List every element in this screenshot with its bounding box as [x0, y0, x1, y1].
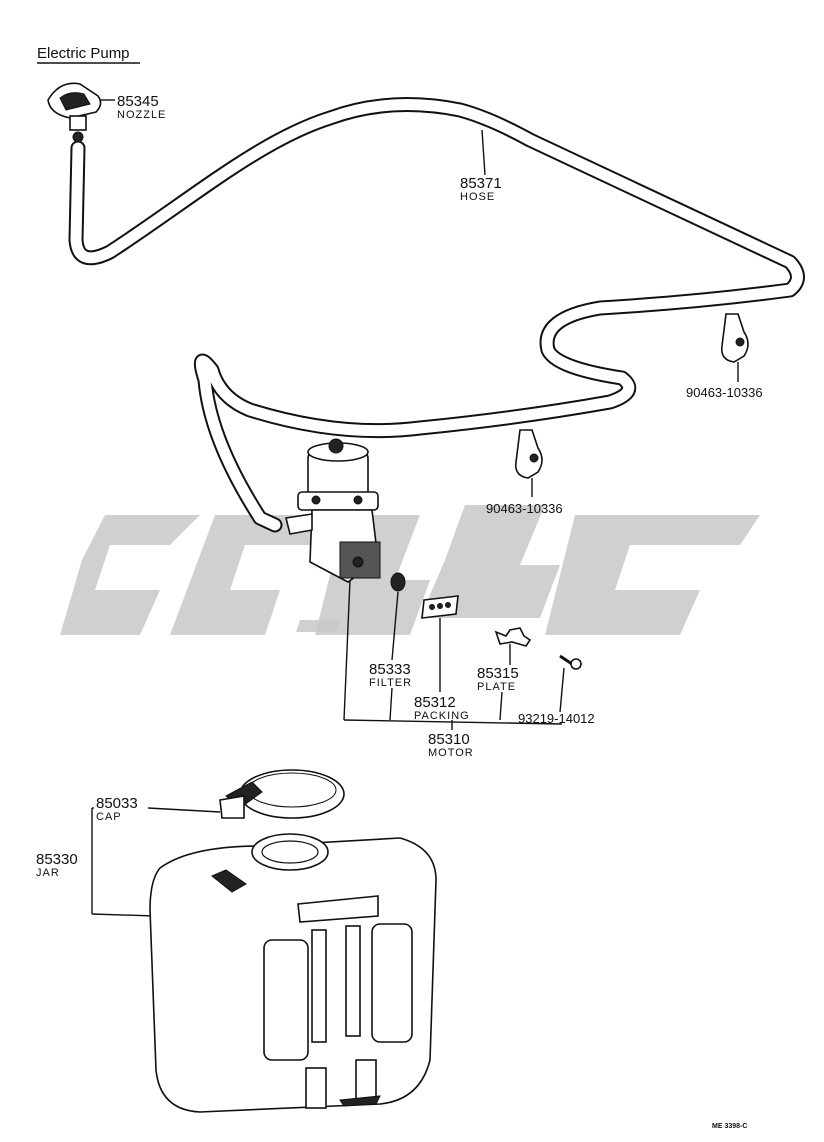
label-85371-number: 85371: [460, 175, 502, 192]
label-85333-number: 85333: [369, 661, 411, 678]
diagram-title: Electric Pump: [37, 45, 130, 62]
cap: [219, 769, 345, 819]
label-85330-number: 85330: [36, 851, 78, 868]
label-85315-number: 85315: [477, 665, 519, 682]
label-85312-name: PACKING: [414, 710, 470, 722]
label-85333-name: FILTER: [369, 677, 412, 689]
label-85345-name: NOZZLE: [117, 109, 166, 121]
label-85310-number: 85310: [428, 731, 470, 748]
motor-group-leaders: [343, 579, 565, 730]
label-85033-name: CAP: [96, 811, 122, 823]
jar-leaders: [91, 807, 156, 917]
screw: [559, 654, 582, 670]
motor: [285, 438, 381, 583]
label-93219-number: 93219-14012: [518, 711, 595, 726]
label-85330-name: JAR: [36, 867, 60, 879]
label-85315-name: PLATE: [477, 681, 516, 693]
label-85345-number: 85345: [117, 93, 159, 110]
hose: [68, 97, 805, 533]
label-85371-name: HOSE: [460, 191, 495, 203]
label-clamp-lower-number: 90463-10336: [486, 501, 563, 516]
jar: [149, 833, 437, 1113]
nozzle: [47, 82, 102, 143]
drawing-code: ME 3398-C: [712, 1123, 747, 1130]
label-85312-number: 85312: [414, 694, 456, 711]
label-85033-number: 85033: [96, 795, 138, 812]
clamp-upper: [720, 313, 749, 363]
packing: [421, 595, 459, 619]
plate: [494, 627, 532, 647]
clamp-lower: [514, 429, 543, 479]
label-85310-name: MOTOR: [428, 747, 474, 759]
watermark-logo: [60, 505, 760, 635]
label-clamp-upper-number: 90463-10336: [686, 385, 763, 400]
filter: [390, 572, 406, 592]
